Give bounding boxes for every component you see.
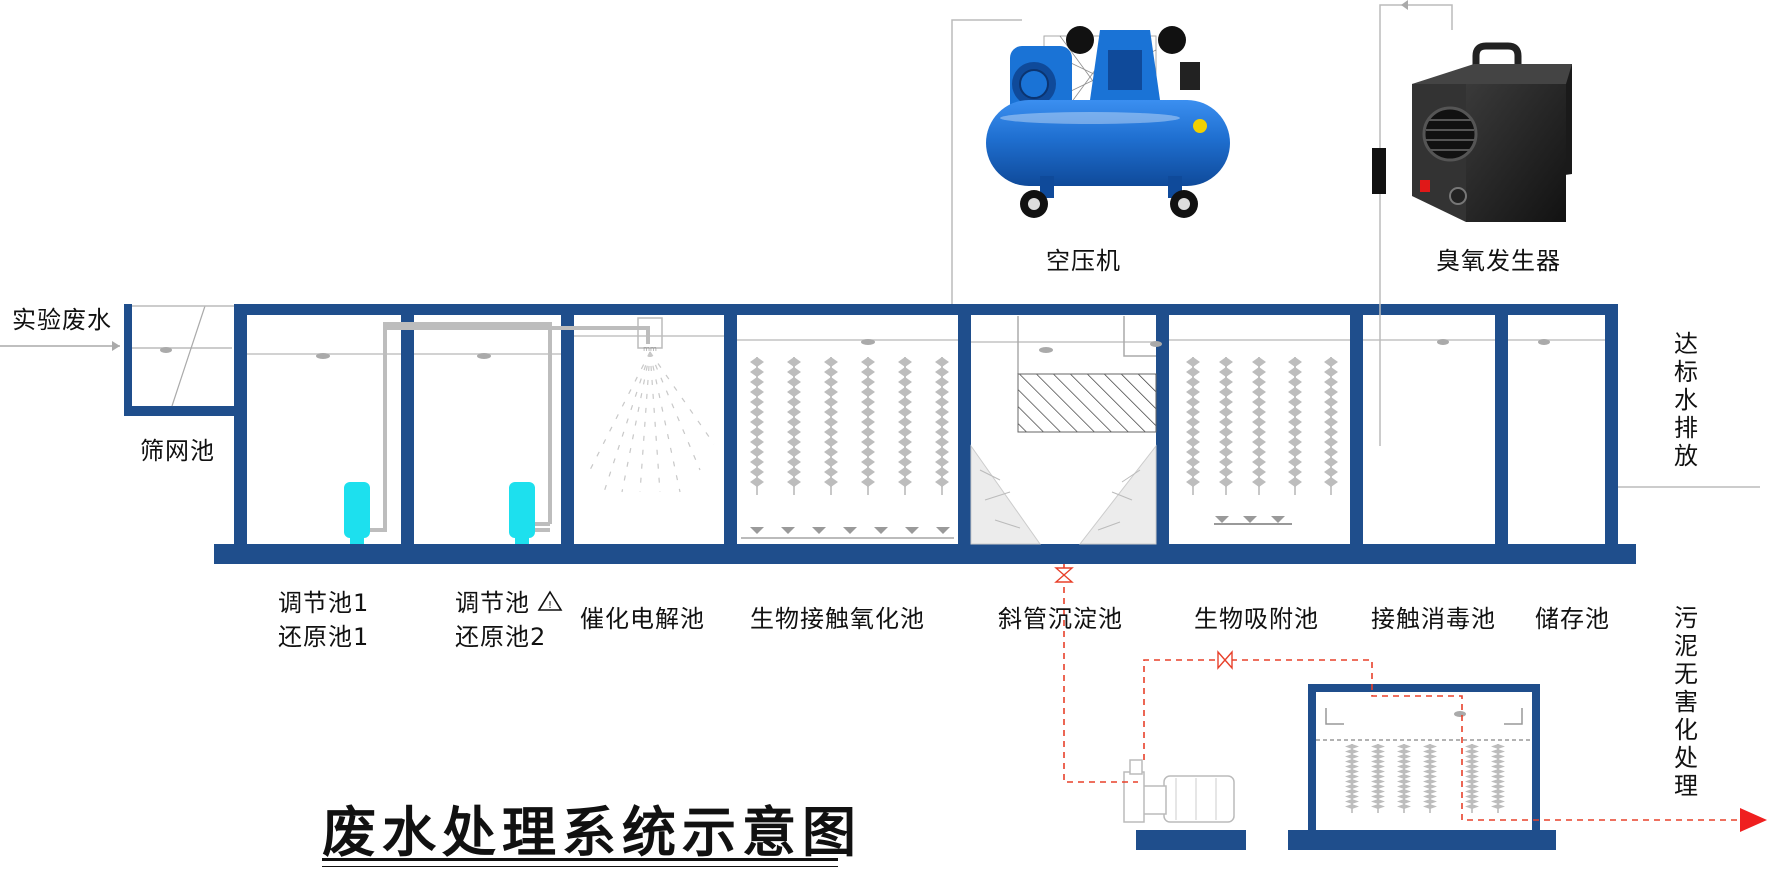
compressor-label: 空压机: [1046, 246, 1121, 276]
ozone-line: [1380, 5, 1452, 446]
warning-icon: !: [539, 592, 561, 611]
aeration-diffuser-icon: [750, 527, 950, 534]
air-compressor-icon: [986, 26, 1230, 218]
tank2-label-line2: 还原池2: [455, 622, 546, 652]
inlet-arrow-icon: [112, 341, 120, 351]
sludge-pump-icon: [1124, 760, 1246, 850]
bio-adsorption-media: [1186, 357, 1338, 495]
tank6-label: 生物吸附池: [1194, 604, 1319, 634]
arrow-right-icon: [1740, 808, 1767, 832]
screen-tank-label: 筛网池: [140, 436, 215, 466]
settler-details: [971, 316, 1156, 544]
tank1-label-line1: 调节池1: [278, 588, 369, 618]
main-tank-structure: [214, 304, 1636, 564]
ozone-generator-icon: [1412, 46, 1572, 222]
tank7-label: 接触消毒池: [1371, 604, 1496, 634]
screen-tank: [124, 304, 242, 416]
spray-cone: [590, 352, 714, 492]
submersible-pump-icon: [509, 482, 535, 544]
tank4-label: 生物接触氧化池: [750, 604, 925, 634]
tank5-label: 斜管沉淀池: [998, 604, 1123, 634]
tank3-label: 催化电解池: [580, 604, 705, 634]
tank2-label-line1: 调节池: [455, 588, 530, 618]
submersible-pump-icon: [344, 482, 370, 544]
water-surfaces: [247, 336, 1605, 354]
svg-text:!: !: [548, 600, 552, 611]
sludge-treatment-label: 污泥无害化处理: [1672, 604, 1700, 800]
tank8-label: 储存池: [1535, 604, 1610, 634]
diagram-title: 废水处理系统示意图: [322, 788, 862, 867]
tank1-label-line2: 还原池1: [278, 622, 369, 652]
bio-oxidation-media: [750, 357, 949, 495]
discharge-label: 达标水排放: [1672, 330, 1700, 470]
sludge-tank: [1288, 684, 1556, 850]
ozone-injector: [1372, 148, 1386, 194]
svg-text:mm: mm: [643, 345, 657, 353]
inlet-label: 实验废水: [12, 305, 112, 335]
ozone-generator-label: 臭氧发生器: [1436, 246, 1561, 276]
